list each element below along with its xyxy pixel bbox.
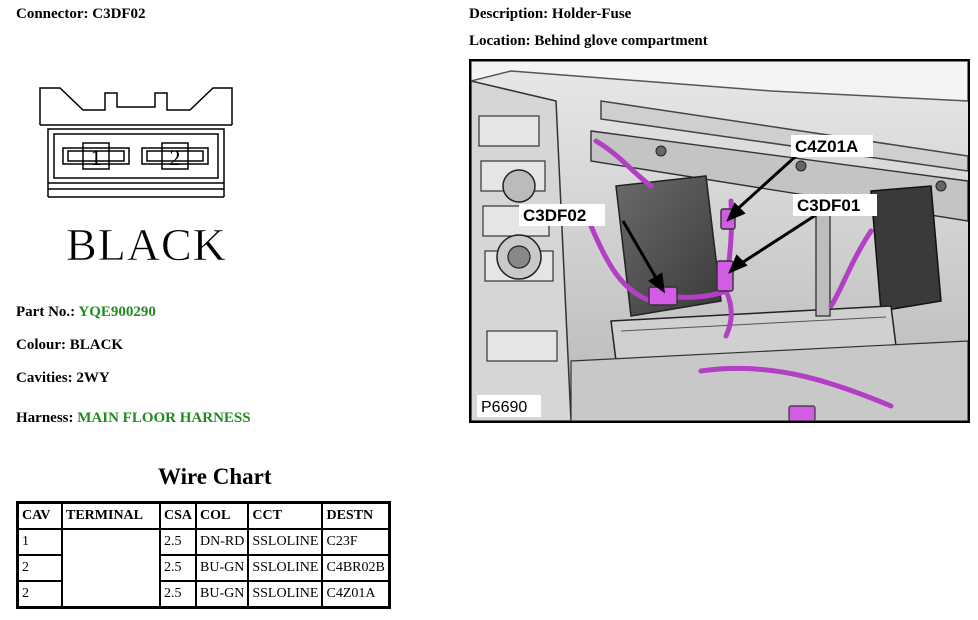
part-no-field: Part No.: YQE900290: [16, 304, 156, 321]
cav-cell: 2: [16, 554, 63, 582]
part-no-value[interactable]: YQE900290: [78, 304, 156, 320]
connector-value: C3DF02: [92, 6, 146, 22]
column-header-cav: CAV: [16, 501, 63, 530]
cavities-field: Cavities: 2WY: [16, 370, 110, 387]
column-header-terminal: TERMINAL: [61, 501, 161, 530]
column-header-csa: CSA: [158, 501, 198, 530]
col-cell: DN-RD: [195, 528, 250, 556]
harness-label: Harness:: [16, 410, 74, 426]
location-label: Location:: [469, 33, 531, 49]
harness-field: Harness: MAIN FLOOR HARNESS: [16, 410, 251, 427]
colour-label: Colour:: [16, 337, 66, 353]
location-field: Location: Behind glove compartment: [469, 33, 708, 50]
destn-cell: C23F: [321, 528, 391, 556]
colour-field: Colour: BLACK: [16, 337, 123, 354]
callout-c4z01a: C4Z01A: [795, 137, 858, 156]
destn-cell: C4Z01A: [321, 580, 391, 609]
cav-cell: 1: [16, 528, 63, 556]
connector-field: Connector: C3DF02: [16, 6, 146, 23]
cav-cell: 2: [16, 580, 63, 609]
cct-cell: SSLOLINE: [247, 554, 324, 582]
csa-cell: 2.5: [158, 554, 198, 582]
col-cell: BU-GN: [195, 580, 250, 609]
wire-chart-header-row: CAV TERMINAL CSA COL CCT DESTN: [16, 501, 391, 530]
connector-colour-label: BLACK: [66, 219, 227, 271]
cavities-label: Cavities:: [16, 370, 73, 386]
csa-cell: 2.5: [158, 528, 198, 556]
table-row: 2 2.5 BU-GN SSLOLINE C4BR02B: [16, 554, 391, 582]
location-photo: C4Z01A C3DF02 C3DF01 P6690: [469, 59, 970, 423]
colour-value: BLACK: [69, 337, 124, 353]
cavities-value: 2WY: [76, 370, 110, 386]
column-header-destn: DESTN: [321, 501, 391, 530]
description-field: Description: Holder-Fuse: [469, 6, 631, 23]
table-row: 2 2.5 BU-GN SSLOLINE C4Z01A: [16, 580, 391, 609]
column-header-col: COL: [195, 501, 250, 530]
wire-chart-title: Wire Chart: [158, 464, 272, 489]
part-no-label: Part No.:: [16, 304, 76, 320]
harness-value[interactable]: MAIN FLOOR HARNESS: [77, 410, 251, 426]
cavity-1-label: 1: [91, 145, 102, 170]
csa-cell: 2.5: [158, 580, 198, 609]
cct-cell: SSLOLINE: [247, 528, 324, 556]
destn-cell: C4BR02B: [321, 554, 391, 582]
wire-chart-table: CAV TERMINAL CSA COL CCT DESTN 1 2.5 DN-…: [16, 501, 391, 609]
connector-c3df01-mark: [716, 260, 734, 292]
connector-face-drawing: 1 2: [39, 87, 233, 198]
figure-id: P6690: [481, 399, 527, 416]
callout-c3df02: C3DF02: [523, 206, 586, 225]
description-value: Holder-Fuse: [551, 6, 632, 22]
callout-c3df01: C3DF01: [797, 196, 860, 215]
terminal-cell: [61, 528, 161, 609]
cavity-2-label: 2: [170, 145, 181, 170]
description-label: Description:: [469, 6, 549, 22]
location-value: Behind glove compartment: [534, 33, 708, 49]
cct-cell: SSLOLINE: [247, 580, 324, 609]
connector-label: Connector:: [16, 6, 89, 22]
column-header-cct: CCT: [247, 501, 324, 530]
location-illustration: C4Z01A C3DF02 C3DF01 P6690: [471, 61, 968, 421]
col-cell: BU-GN: [195, 554, 250, 582]
table-row: 1 2.5 DN-RD SSLOLINE C23F: [16, 528, 391, 609]
